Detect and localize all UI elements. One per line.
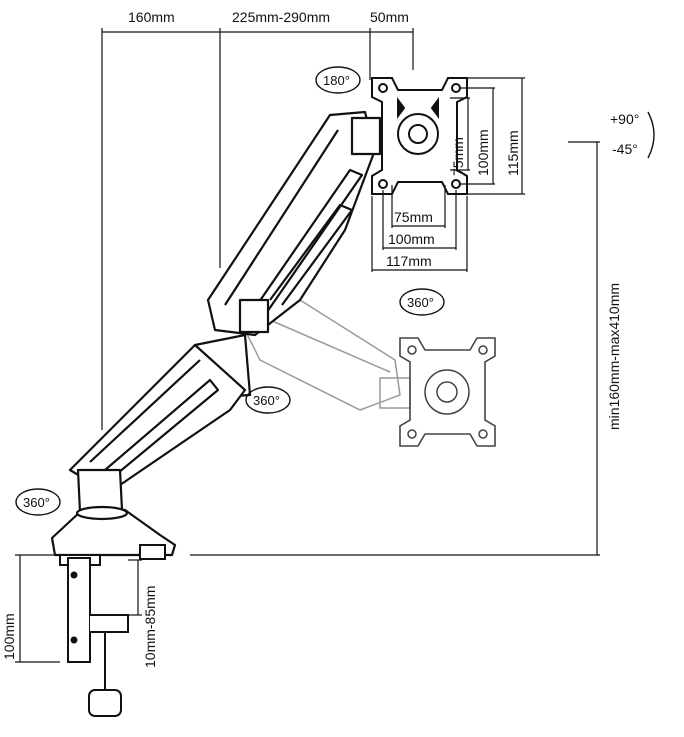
label-tilt-down: -45°	[612, 141, 638, 157]
label-reach-160: 160mm	[128, 9, 175, 25]
upper-arm-edge	[224, 129, 339, 306]
clamp-lower-jaw	[90, 614, 129, 633]
rotate-arrow-icon	[245, 386, 291, 414]
rotation-badge-360-plate: 360°	[399, 288, 445, 316]
vesa-hole-top-right	[451, 83, 461, 93]
label-vesa-h-100: 100mm	[388, 231, 435, 247]
label-clamp-thickness: 10mm-85mm	[142, 586, 158, 668]
dimension-lines	[101, 28, 600, 556]
label-clamp-height: 100mm	[1, 613, 17, 660]
clamp-bolt	[70, 571, 78, 579]
lower-arm	[68, 343, 247, 487]
ghost-vesa-plate	[399, 337, 496, 447]
label-vesa-h-117: 117mm	[386, 253, 432, 269]
label-vesa-v-100: 100mm	[475, 129, 491, 176]
ghost-plate-hole	[478, 429, 488, 439]
lower-arm-groove	[104, 378, 220, 479]
label-vesa-h-75: 75mm	[394, 209, 433, 225]
tilt-joint	[350, 116, 382, 156]
clamp-knob	[88, 689, 122, 717]
label-height-range: min160mm-max410mm	[606, 283, 622, 430]
label-tilt-up: +90°	[610, 111, 639, 127]
base-top-ring	[75, 505, 129, 521]
desk-clamp	[59, 544, 166, 717]
label-swivel-base: 360°	[23, 495, 50, 510]
ghost-plate-hole	[478, 345, 488, 355]
vesa-plate	[371, 77, 468, 195]
rotate-arrow-icon	[15, 488, 61, 516]
label-swivel-arm: 360°	[253, 393, 280, 408]
tilt-arc-icon	[647, 111, 655, 159]
rotate-arrow-icon	[315, 66, 361, 94]
rotation-badge-360-arm: 360°	[245, 386, 291, 414]
vesa-dimension-lines	[371, 77, 525, 272]
lower-arm-edge	[89, 359, 201, 463]
ghost-plate-hub	[424, 369, 470, 415]
ghost-plate-hub-inner	[436, 381, 458, 403]
ghost-arm-groove	[269, 319, 391, 373]
main-arm	[50, 110, 382, 557]
vesa-hole-top-left	[378, 83, 388, 93]
vesa-slot-left	[397, 97, 406, 119]
rotate-arrow-icon	[399, 288, 445, 316]
label-swivel-plate: 360°	[407, 295, 434, 310]
vesa-hole-bottom-left	[378, 179, 388, 189]
upper-arm-groove	[247, 168, 364, 326]
ghost-arm-joint	[379, 377, 411, 409]
upper-arm-groove-2	[269, 203, 354, 306]
label-plate-rotate: 180°	[323, 73, 350, 88]
elbow-cap	[238, 298, 270, 334]
pole-post	[76, 468, 124, 514]
label-vesa-v-75: 75mm	[450, 137, 466, 176]
vesa-hole-bottom-right	[451, 179, 461, 189]
ghost-plate-hole	[407, 429, 417, 439]
tilt-indicator: +90° -45°	[610, 111, 655, 159]
clamp-dimension-lines	[15, 554, 142, 663]
ghost-plate-hole	[407, 345, 417, 355]
clamp-bolt	[70, 636, 78, 644]
ghost-arm	[244, 299, 496, 447]
clamp-block	[139, 544, 166, 560]
vesa-slot-right	[430, 97, 439, 119]
rotation-badge-360-base: 360°	[15, 488, 61, 516]
label-reach-225-290: 225mm-290mm	[232, 9, 330, 25]
clamp-body	[67, 557, 91, 663]
label-vesa-v-115: 115mm	[505, 130, 521, 176]
label-offset-50: 50mm	[370, 9, 409, 25]
vesa-hub-inner	[408, 124, 428, 144]
rotation-badge-180: 180°	[315, 66, 361, 94]
upper-arm	[206, 110, 377, 337]
